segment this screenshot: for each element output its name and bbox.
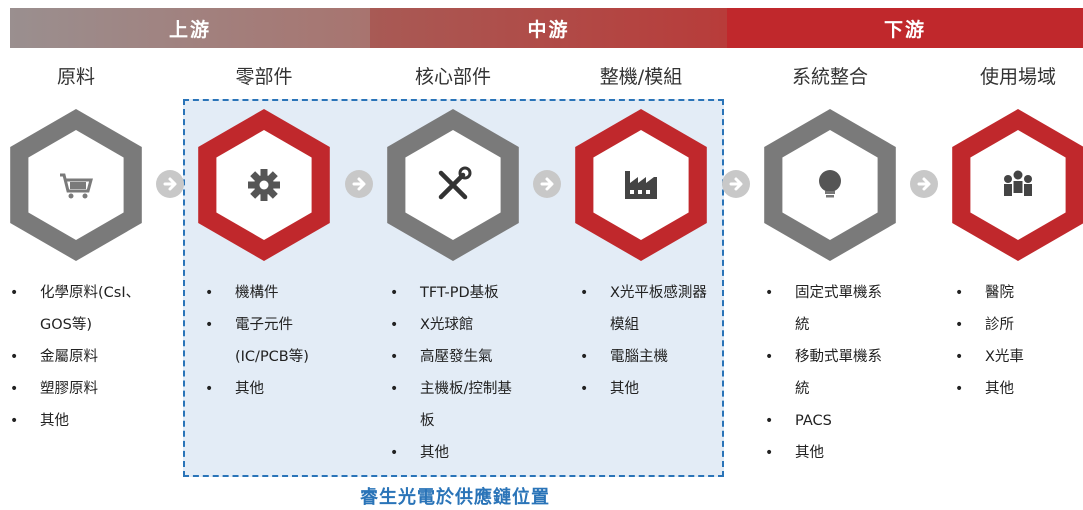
list-item: 其他 — [580, 373, 707, 405]
list-item-text: X光球館 — [420, 317, 474, 333]
list-item-text: 機構件 — [235, 285, 279, 301]
item-list: 醫院診所 X光車其他 — [955, 277, 1024, 405]
list-item-text: GOS等) — [40, 317, 93, 333]
list-item-text: X光平板感測器 — [610, 285, 707, 301]
gear-icon — [196, 108, 332, 262]
item-list: X光平板感測器模組電腦主機其他 — [580, 277, 707, 405]
hexagon-red — [950, 108, 1083, 262]
people-icon — [950, 108, 1083, 262]
list-item: 其他 — [205, 373, 309, 405]
list-item-text: 板 — [420, 413, 435, 429]
item-list: TFT-PD基板 X光球館高壓發生氣主機板/控制基板其他 — [390, 277, 512, 469]
item-list: 固定式單機系統移動式單機系統PACS其他 — [765, 277, 882, 469]
list-item-text: 其他 — [610, 381, 639, 397]
stage-upstream: 上游 — [10, 8, 370, 48]
shopping-cart-icon — [8, 108, 144, 262]
list-item: 化學原料(CsI、 GOS等) — [10, 277, 140, 341]
list-item-text: 電腦主機 — [610, 349, 668, 365]
list-item-text: X光車 — [985, 349, 1024, 365]
factory-icon — [573, 108, 709, 262]
list-item: 高壓發生氣 — [390, 341, 512, 373]
list-item-text: 其他 — [235, 381, 264, 397]
list-item-text: 診所 — [985, 317, 1014, 333]
list-item-text: PACS — [795, 413, 832, 429]
column-title: 原料 — [56, 66, 95, 88]
list-item-text: 金屬原料 — [40, 349, 98, 365]
list-item: 電子元件 (IC/PCB等) — [205, 309, 309, 373]
arrow-right-icon — [722, 170, 750, 198]
column-title: 核心部件 — [414, 66, 491, 88]
list-item: 診所 — [955, 309, 1024, 341]
lightbulb-icon — [762, 108, 898, 262]
list-item: 金屬原料 — [10, 341, 140, 373]
list-item-text: (IC/PCB等) — [235, 349, 309, 365]
arrow-right-icon — [345, 170, 373, 198]
column-title: 使用場域 — [979, 66, 1056, 88]
list-item: PACS — [765, 405, 882, 437]
list-item-text: 統 — [795, 381, 810, 397]
arrow-right-icon — [156, 170, 184, 198]
hexagon-red — [196, 108, 332, 262]
hexagon-red — [573, 108, 709, 262]
list-item: X光球館 — [390, 309, 512, 341]
list-item-text: 統 — [795, 317, 810, 333]
list-item-text: 其他 — [420, 445, 449, 461]
list-item-text: 化學原料(CsI、 — [40, 285, 141, 301]
list-item: 其他 — [955, 373, 1024, 405]
stage-midstream: 中游 — [370, 8, 727, 48]
list-item: 其他 — [390, 437, 512, 469]
list-item: X光車 — [955, 341, 1024, 373]
column-title: 零部件 — [235, 66, 293, 88]
column-title: 整機/模組 — [599, 66, 683, 88]
list-item-text: 醫院 — [985, 285, 1014, 301]
stage-downstream: 下游 — [727, 8, 1083, 48]
column-title: 系統整合 — [791, 66, 868, 88]
list-item: 其他 — [765, 437, 882, 469]
list-item: 其他 — [10, 405, 140, 437]
list-item-text: 主機板/控制基 — [420, 381, 512, 397]
list-item: 電腦主機 — [580, 341, 707, 373]
caption: 睿生光電於供應鏈位置 — [360, 487, 550, 508]
list-item-text: 其他 — [985, 381, 1014, 397]
list-item-text: 其他 — [795, 445, 824, 461]
item-list: 機構件電子元件 (IC/PCB等) 其他 — [205, 277, 309, 405]
list-item: 塑膠原料 — [10, 373, 140, 405]
arrow-right-icon — [533, 170, 561, 198]
list-item-text: 移動式單機系 — [795, 349, 882, 365]
list-item: 機構件 — [205, 277, 309, 309]
list-item-text: 其他 — [40, 413, 69, 429]
list-item-text: 高壓發生氣 — [420, 349, 493, 365]
list-item-text: 固定式單機系 — [795, 285, 882, 301]
list-item: TFT-PD基板 — [390, 277, 512, 309]
list-item-text: 電子元件 — [235, 317, 293, 333]
tools-icon — [385, 108, 521, 262]
arrow-right-icon — [910, 170, 938, 198]
list-item: 醫院 — [955, 277, 1024, 309]
list-item-text: 模組 — [610, 317, 639, 333]
hexagon-gray — [762, 108, 898, 262]
hexagon-gray — [8, 108, 144, 262]
hexagon-gray — [385, 108, 521, 262]
item-list: 化學原料(CsI、 GOS等) 金屬原料塑膠原料其他 — [10, 277, 140, 437]
list-item-text: 塑膠原料 — [40, 381, 98, 397]
list-item-text: TFT-PD基板 — [420, 285, 499, 301]
